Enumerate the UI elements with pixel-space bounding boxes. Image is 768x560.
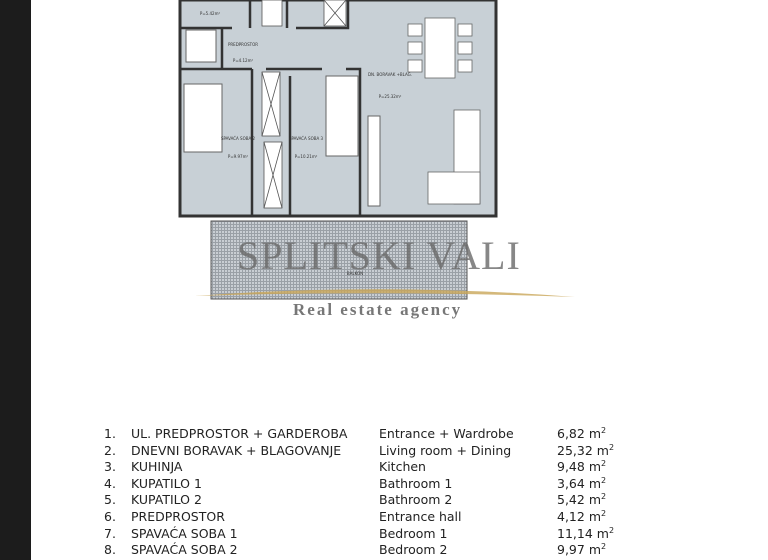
watermark-title: SPLITSKI VALI (237, 233, 521, 278)
room-en: Kitchen (379, 459, 426, 475)
watermark-subtitle: Real estate agency (293, 300, 463, 319)
room-hr: PREDPROSTOR (131, 509, 225, 524)
floor-plan: PREDPROSTOR P=4.12m² P=5.42m² DN. BORAVA… (178, 0, 575, 300)
logo-swoosh (195, 289, 575, 297)
interior-walls (180, 0, 362, 216)
svg-text:P=9.97m²: P=9.97m² (228, 154, 249, 159)
dining-table-icon (407, 17, 473, 79)
svg-text:BALKON: BALKON (347, 271, 363, 276)
room-num: 1. (104, 426, 116, 441)
svg-text:P=4.12m²: P=4.12m² (233, 58, 254, 63)
room-num: 4. (104, 475, 116, 491)
room-hr: SPAVAĆA SOBA 1 (131, 525, 238, 541)
room-hr: UL. PREDPROSTOR + GARDEROBA (131, 426, 348, 441)
svg-text:P=10.21m²: P=10.21m² (295, 154, 318, 159)
room-en: Entrance hall (379, 509, 462, 524)
room-num: 6. (104, 509, 116, 524)
cabinet (367, 115, 381, 207)
room-area: 11,14 m2 (557, 525, 615, 541)
room-en: Bathroom 2 (379, 492, 453, 508)
room-hr: DNEVNI BORAVAK + BLAGOVANJE (131, 442, 342, 458)
room-en: Living room + Dining (379, 442, 512, 458)
room-hr: SPAVAĆA SOBA 2 (131, 542, 238, 558)
room-num: 2. (104, 442, 116, 458)
svg-text:P=25.32m²: P=25.32m² (379, 94, 402, 99)
room-area: 9,48 m2 (557, 459, 607, 475)
room-area: 25,32 m2 (557, 442, 615, 458)
room-area: 6,82 m2 (557, 426, 607, 442)
room-area: 4,12 m2 (557, 509, 607, 525)
room-hr: KUPATILO 2 (131, 492, 202, 508)
room-area: 9,97 m2 (557, 542, 607, 558)
sofa-icon (427, 109, 481, 205)
svg-text:P=5.42m²: P=5.42m² (200, 11, 221, 16)
left-border-strip (0, 0, 31, 560)
room-en: Bathroom 1 (379, 475, 453, 491)
room-num: 5. (104, 492, 116, 508)
bed-icon (183, 83, 223, 153)
room-num: 3. (104, 459, 116, 475)
room-num: 7. (104, 525, 116, 541)
svg-text:PREDPROSTOR: PREDPROSTOR (228, 42, 258, 47)
balcony (210, 220, 468, 300)
room-en: Bedroom 1 (379, 525, 448, 541)
room-hr: KUPATILO 1 (131, 475, 202, 491)
wardrobe-icon (261, 0, 347, 209)
svg-text:SPAVAĆA SOBA 3: SPAVAĆA SOBA 3 (289, 136, 324, 141)
room-en: Entrance + Wardrobe (379, 426, 514, 441)
svg-text:DN. BORAVAK +BLAG.: DN. BORAVAK +BLAG. (368, 72, 412, 77)
room-num: 8. (104, 542, 116, 558)
room-area: 3,64 m2 (557, 475, 607, 491)
bed-icon (325, 75, 359, 157)
room-area: 5,42 m2 (557, 492, 607, 508)
room-en: Bedroom 2 (379, 542, 448, 558)
svg-text:SPAVAĆA SOBA 2: SPAVAĆA SOBA 2 (221, 136, 256, 141)
room-hr: KUHINJA (131, 459, 183, 475)
